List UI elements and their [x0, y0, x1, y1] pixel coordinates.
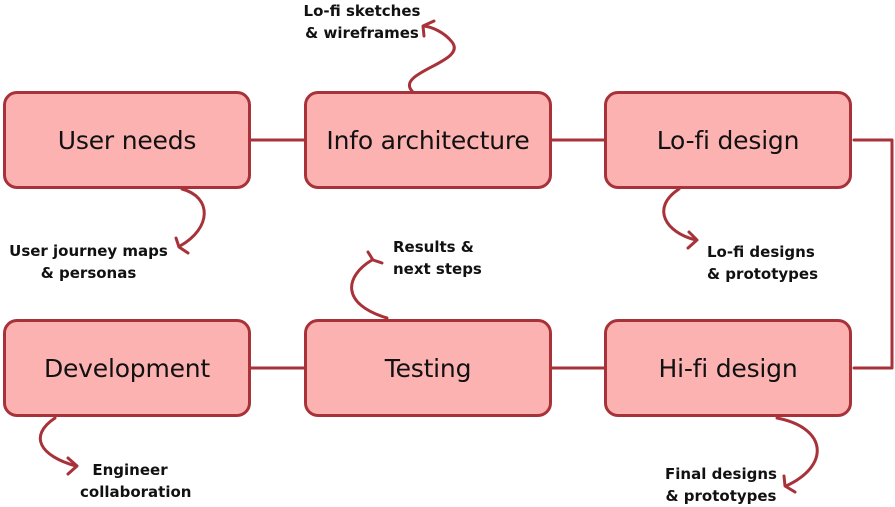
arrow-to-final-designs — [775, 416, 819, 488]
note-lofi-sketches: Lo-fi sketches & wireframes — [292, 0, 432, 44]
step-lofi-design: Lo-fi design — [604, 91, 852, 189]
note-line: & personas — [40, 264, 137, 282]
note-lofi-designs: Lo-fi designs & prototypes — [707, 241, 837, 285]
step-info-architecture: Info architecture — [304, 91, 552, 189]
note-line: Lo-fi sketches — [303, 2, 421, 20]
step-testing: Testing — [304, 319, 552, 417]
note-line: & prototypes — [665, 487, 777, 505]
note-line: collaboration — [80, 483, 192, 501]
arrow-to-lofi-sketches — [408, 24, 456, 93]
step-development: Development — [3, 319, 251, 417]
note-line: Results & — [393, 238, 474, 256]
arrow-to-user-journey — [178, 187, 206, 248]
arrow-to-engineer-head — [66, 456, 79, 476]
note-line: Final designs — [665, 465, 777, 483]
arrow-to-lofi-designs — [662, 187, 698, 242]
step-hifi-design: Hi-fi design — [604, 319, 852, 417]
note-results: Results & next steps — [393, 236, 503, 280]
arrow-to-lofi-designs-head — [686, 230, 699, 250]
note-line: Engineer — [92, 461, 168, 479]
connector-lofi-design-hifi-design — [852, 138, 894, 370]
note-final-designs: Final designs & prototypes — [661, 463, 781, 507]
arrow-to-results-head — [366, 250, 384, 265]
arrow-to-user-journey-head — [174, 236, 190, 255]
arrow-to-engineer — [38, 416, 78, 468]
note-user-journey: User journey maps & personas — [6, 240, 171, 284]
note-line: & prototypes — [707, 265, 819, 283]
arrow-to-lofi-sketches-head — [421, 19, 436, 38]
note-engineer: Engineer collaboration — [80, 459, 192, 503]
note-line: Lo-fi designs — [707, 243, 815, 261]
note-line: next steps — [393, 260, 482, 278]
note-line: User journey maps — [9, 242, 168, 260]
arrow-to-final-designs-head — [782, 474, 797, 494]
step-user-needs: User needs — [3, 91, 251, 189]
note-line: & wireframes — [305, 24, 419, 42]
arrow-to-results — [350, 258, 389, 320]
